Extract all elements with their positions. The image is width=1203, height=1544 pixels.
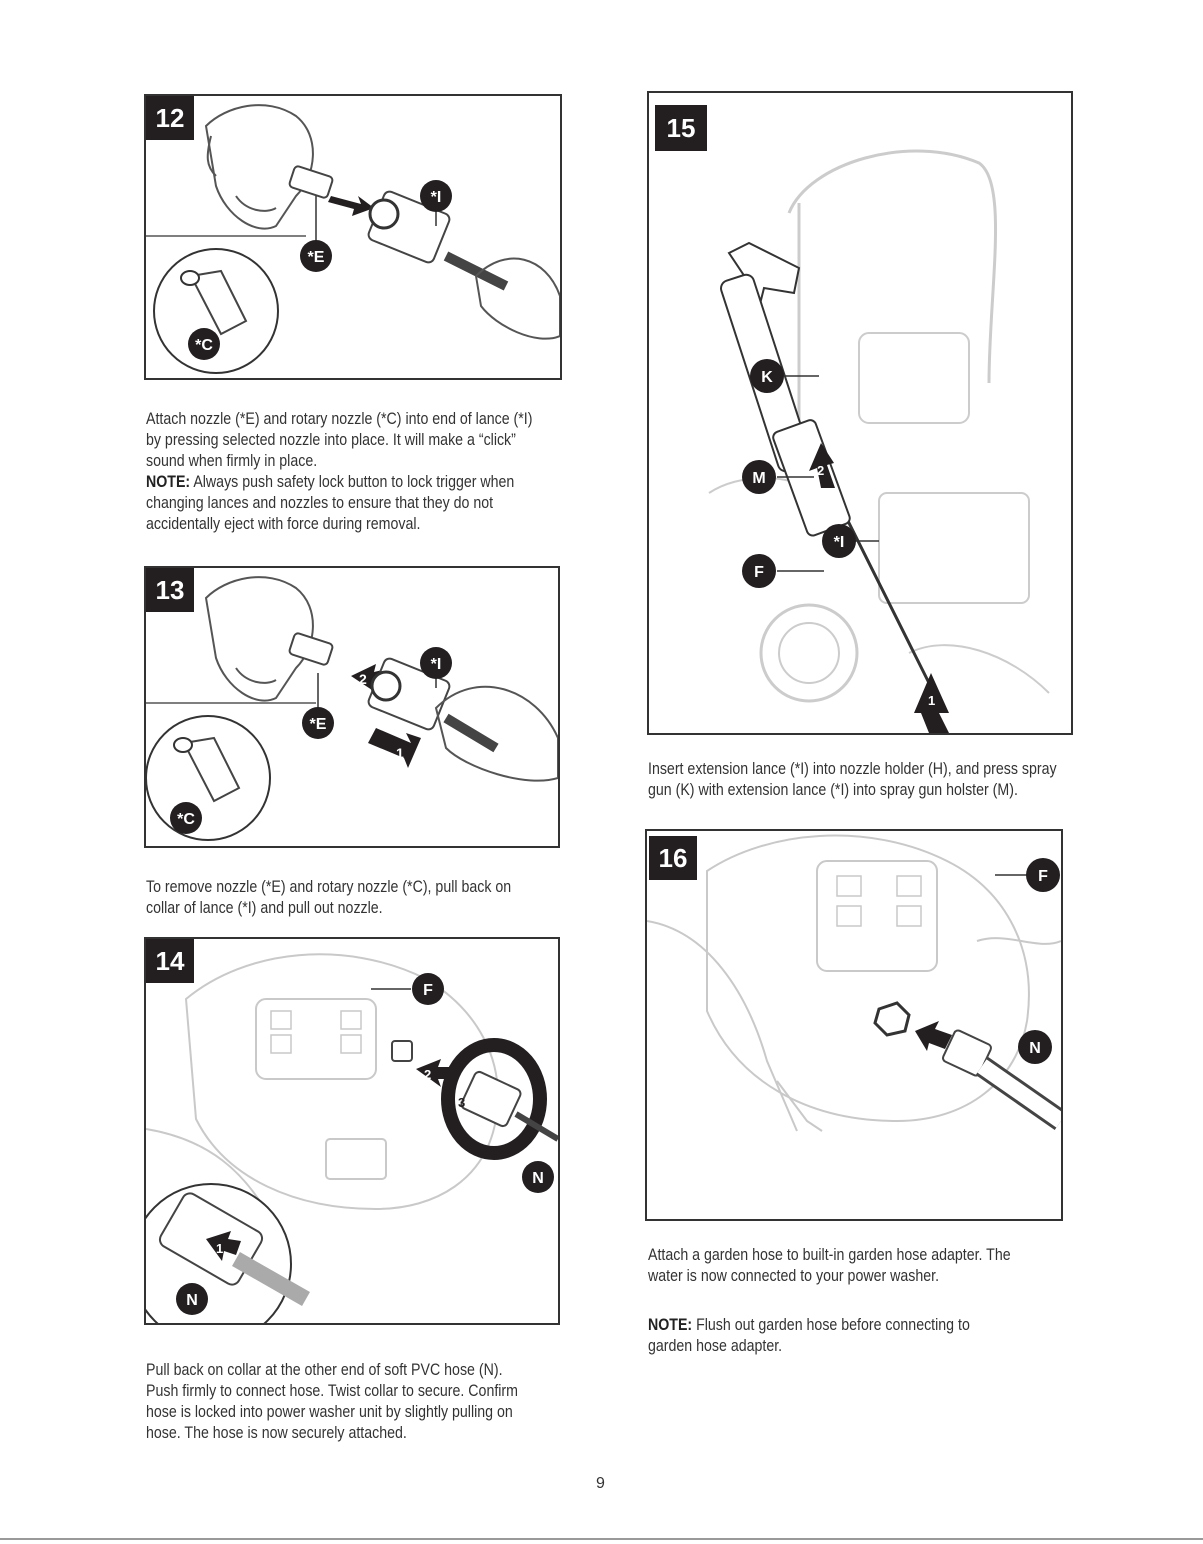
callout-n: N [532, 1170, 544, 1187]
callout-f: F [1038, 868, 1048, 885]
step-13-caption: To remove nozzle (*E) and rotary nozzle … [146, 877, 511, 919]
caption-line: collar of lance (*I) and pull out nozzle… [146, 899, 383, 917]
caption-line: Push firmly to connect hose. Twist colla… [146, 1382, 518, 1400]
hose-connect-drawing: 2 3 1 F N N [146, 953, 558, 1323]
step-16-note: NOTE: Flush out garden hose before conne… [648, 1315, 970, 1357]
callout-star-c: *C [195, 337, 213, 354]
note-text: Always push safety lock button to lock t… [190, 473, 515, 491]
arrow-label: 3 [458, 1095, 465, 1110]
caption-line: by pressing selected nozzle into place. … [146, 431, 516, 449]
arrow-label: 1 [928, 693, 935, 708]
callout-m: M [752, 470, 765, 487]
caption-line: Insert extension lance (*I) into nozzle … [648, 760, 1057, 778]
note-text: Flush out garden hose before connecting … [692, 1316, 970, 1334]
step-12-illustration: 12 *I *E *C [144, 94, 562, 380]
callout-f: F [754, 564, 764, 581]
arrow-label: 1 [396, 745, 404, 761]
callout-star-e: *E [308, 249, 325, 266]
note-label: NOTE: [146, 473, 191, 491]
callout-k: K [761, 369, 773, 386]
note-line: changing lances and nozzles to ensure th… [146, 494, 494, 512]
step-13-badge: 13 [146, 568, 194, 612]
caption-line: gun (K) with extension lance (*I) into s… [648, 781, 1018, 799]
callout-star-i: *I [431, 189, 442, 206]
callout-star-c: *C [177, 811, 195, 828]
caption-line: hose. The hose is now securely attached. [146, 1424, 407, 1442]
note-label: NOTE: [648, 1316, 693, 1334]
step-14-badge: 14 [146, 939, 194, 983]
step-12-badge: 12 [146, 96, 194, 140]
step-12-caption: Attach nozzle (*E) and rotary nozzle (*C… [146, 409, 532, 535]
step-14-illustration: 14 2 3 1 F N N [144, 937, 560, 1325]
arrow-label: 1 [216, 1241, 223, 1256]
step-13-illustration: 13 2 1 *I *E *C [144, 566, 560, 848]
caption-line: sound when firmly in place. [146, 452, 318, 470]
callout-star-i: *I [834, 534, 845, 551]
callout-f: F [423, 982, 433, 999]
caption-line: Attach a garden hose to built-in garden … [648, 1246, 1011, 1264]
note-line: NOTE: Always push safety lock button to … [146, 472, 532, 493]
arrow-label: 2 [424, 1067, 431, 1082]
step-15-illustration: 15 2 1 K M *I F [647, 91, 1073, 735]
arrow-label: 2 [359, 671, 367, 687]
caption-line: Attach nozzle (*E) and rotary nozzle (*C… [146, 410, 533, 428]
note-line: garden hose adapter. [648, 1337, 783, 1355]
page-number: 9 [596, 1475, 605, 1492]
nozzle-attach-drawing: *I *E *C [146, 104, 560, 374]
callout-star-e: *E [310, 716, 327, 733]
note-line: NOTE: Flush out garden hose before conne… [648, 1315, 970, 1336]
step-15-caption: Insert extension lance (*I) into nozzle … [648, 759, 1057, 801]
callout-n: N [186, 1292, 198, 1309]
step-16-illustration: 16 F N [645, 829, 1063, 1221]
lance-storage-drawing: 2 1 K M *I F [708, 149, 1050, 733]
note-line: accidentally eject with force during rem… [146, 515, 421, 533]
caption-line: water is now connected to your power was… [648, 1267, 940, 1285]
callout-n: N [1029, 1040, 1041, 1057]
step-15-badge: 15 [655, 105, 707, 151]
caption-line: hose is locked into power washer unit by… [146, 1403, 513, 1421]
garden-hose-drawing: F N [647, 834, 1061, 1132]
caption-line: Pull back on collar at the other end of … [146, 1361, 503, 1379]
nozzle-remove-drawing: 2 1 *I *E *C [146, 576, 558, 841]
arrow-label: 2 [817, 463, 824, 478]
page-bottom-rule [0, 1538, 1203, 1540]
step-14-caption: Pull back on collar at the other end of … [146, 1360, 518, 1444]
step-16-caption: Attach a garden hose to built-in garden … [648, 1245, 1011, 1287]
callout-star-i: *I [431, 656, 442, 673]
step-16-badge: 16 [649, 836, 697, 880]
caption-line: To remove nozzle (*E) and rotary nozzle … [146, 878, 512, 896]
